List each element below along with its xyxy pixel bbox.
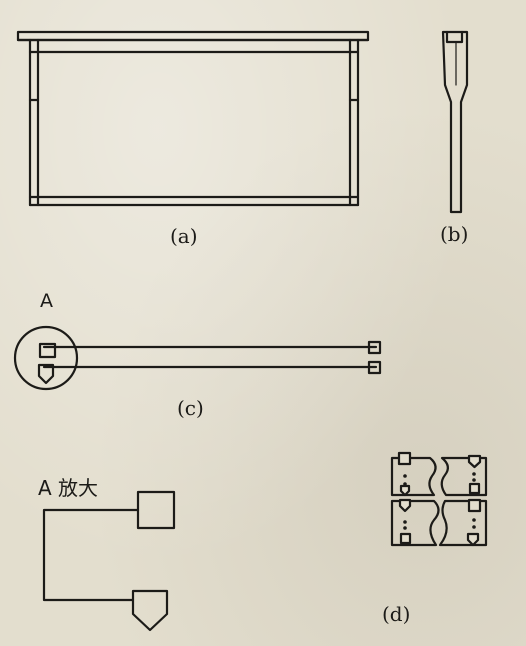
top-bar-diagram-c <box>13 325 382 391</box>
enlarged-detail-a <box>42 490 176 632</box>
label-b: (b) <box>440 222 469 246</box>
label-detail-enlarged: A 放大 <box>38 476 99 500</box>
frame-group-diagram-d <box>390 451 488 547</box>
label-d: (d) <box>382 602 411 626</box>
label-a: (a) <box>170 224 198 248</box>
label-detail-a: A <box>40 290 53 312</box>
end-bar-diagram-b <box>441 30 469 214</box>
frame-diagram-a <box>16 30 370 207</box>
label-c: (c) <box>177 396 204 420</box>
